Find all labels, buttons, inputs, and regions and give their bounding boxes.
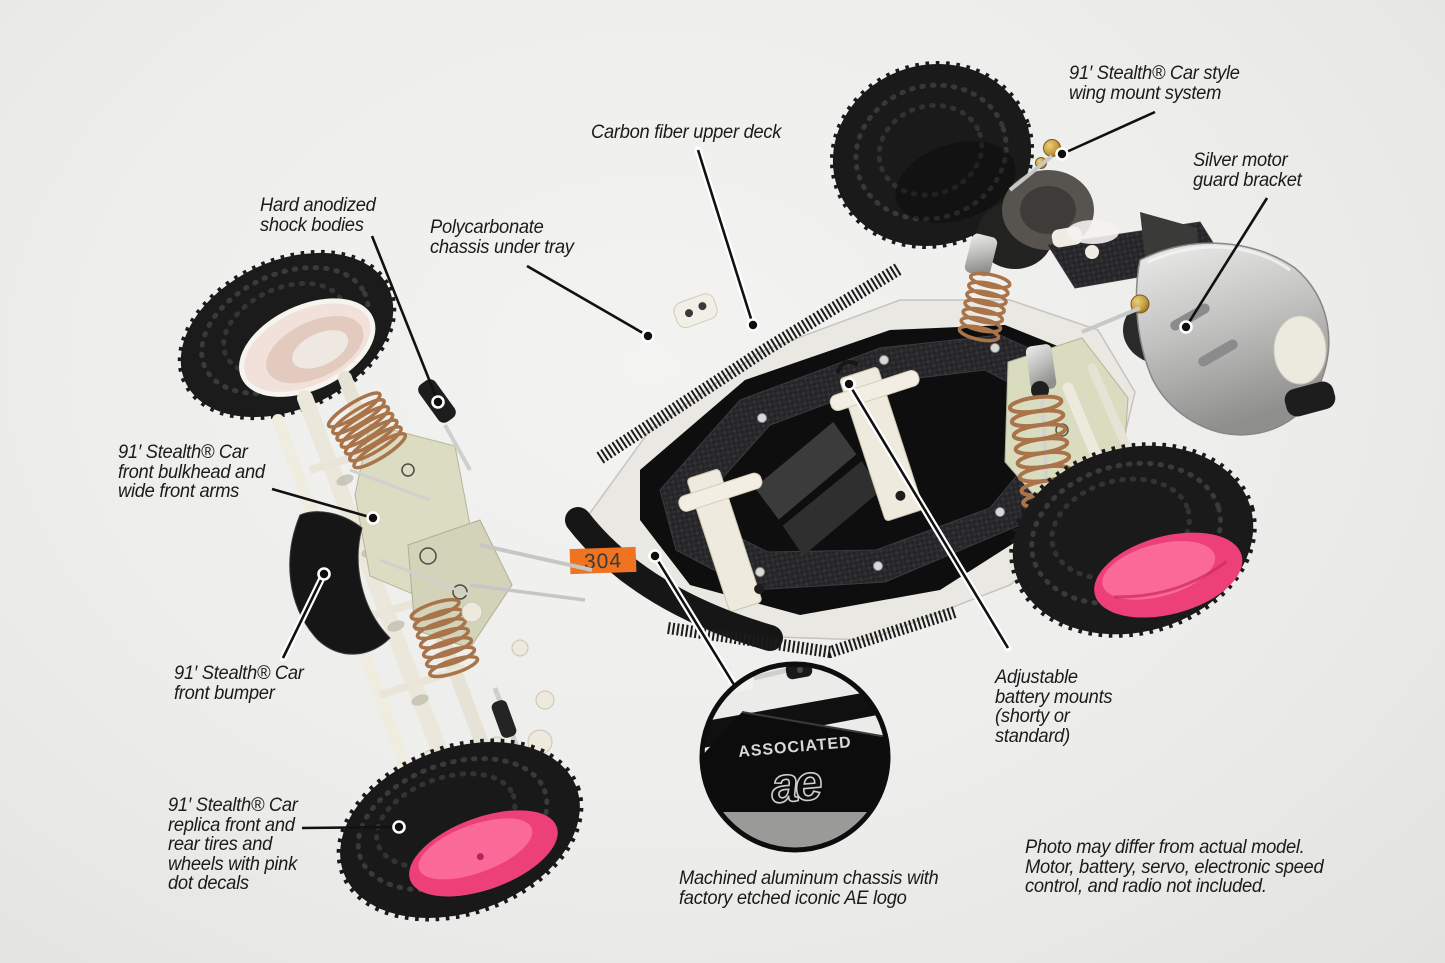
wheel-rear-left bbox=[829, 60, 1035, 250]
callout-label-motor-guard: Silver motor guard bracket bbox=[1193, 149, 1302, 191]
callout-label-under-tray: Polycarbonate chassis under tray bbox=[430, 216, 574, 258]
callout-label-wing-mount: 91′ Stealth® Car style wing mount system bbox=[1069, 62, 1240, 104]
inset-circle-ring bbox=[699, 661, 891, 853]
callout-text: front bulkhead and bbox=[118, 460, 265, 483]
callout-text: Polycarbonate bbox=[430, 216, 544, 238]
leader-wing-mount bbox=[1061, 110, 1156, 156]
silver-motor-guard bbox=[1135, 242, 1330, 436]
callout-text: front bumper bbox=[174, 681, 275, 704]
velcro-strip-top bbox=[596, 262, 904, 464]
inset-detail-circle: ASSOCIATED ae bbox=[699, 661, 891, 853]
callout-text: battery mounts bbox=[995, 685, 1113, 708]
wheel-front-left bbox=[336, 738, 584, 922]
disclaimer-text: Photo may differ from actual model. Moto… bbox=[1025, 836, 1324, 897]
decal-304: 304 bbox=[569, 546, 637, 575]
callout-leader-lines bbox=[271, 110, 1269, 834]
front-upper-spring bbox=[326, 391, 408, 470]
callout-label-front-bumper: 91′ Stealth® Car front bumper bbox=[174, 662, 304, 704]
leader-shock-bodies bbox=[370, 235, 440, 403]
leader-motor-guard bbox=[1184, 197, 1269, 328]
callout-label-shock-bodies: Hard anodized shock bodies bbox=[260, 194, 376, 236]
disclaimer-line: Motor, battery, servo, electronic speed bbox=[1025, 855, 1324, 878]
callout-text: 91′ Stealth® Car bbox=[168, 794, 298, 816]
foam-spacers bbox=[754, 421, 881, 556]
front-bumper-part bbox=[289, 511, 391, 655]
callout-text: chassis under tray bbox=[430, 235, 574, 258]
callout-label-chassis-caption: Machined aluminum chassis with factory e… bbox=[679, 867, 939, 909]
rear-left-spring bbox=[957, 271, 1012, 343]
callout-label-battery-mounts: Adjustable battery mounts (shorty or sta… bbox=[995, 666, 1113, 747]
callout-label-front-bulkhead: 91′ Stealth® Car front bulkhead and wide… bbox=[118, 441, 265, 502]
battery-mount-left bbox=[678, 469, 765, 612]
callout-text: 91′ Stealth® Car bbox=[118, 441, 248, 463]
callout-text: Silver motor bbox=[1193, 149, 1288, 171]
callout-text: Hard anodized bbox=[260, 194, 376, 216]
callout-text: wing mount system bbox=[1069, 81, 1222, 104]
leader-under-tray bbox=[526, 264, 649, 338]
leader-battery-mounts bbox=[847, 383, 1010, 649]
callout-text: rear tires and bbox=[168, 833, 273, 855]
callout-label-carbon-deck: Carbon fiber upper deck bbox=[591, 121, 782, 143]
callout-text: Adjustable bbox=[995, 666, 1078, 688]
leader-tires bbox=[301, 825, 400, 830]
callout-text: replica front and bbox=[168, 813, 295, 836]
callout-text: 91′ Stealth® Car bbox=[174, 662, 304, 684]
body-post-mount bbox=[673, 293, 718, 329]
wheel-rear-right bbox=[1009, 442, 1257, 638]
leader-inset bbox=[653, 555, 738, 689]
leader-carbon-deck bbox=[696, 149, 755, 326]
callout-text: 91′ Stealth® Car style bbox=[1069, 62, 1240, 84]
callout-text: Carbon fiber upper deck bbox=[591, 121, 782, 143]
callout-text: shock bodies bbox=[260, 213, 364, 236]
wheel-front-right bbox=[177, 249, 397, 421]
callout-text: standard) bbox=[995, 724, 1070, 747]
callout-text: guard bracket bbox=[1193, 168, 1302, 191]
callout-text: factory etched iconic AE logo bbox=[679, 886, 907, 909]
callout-text: Machined aluminum chassis with bbox=[679, 867, 939, 889]
leader-front-bumper bbox=[281, 573, 326, 659]
disclaimer-line: Photo may differ from actual model. bbox=[1025, 836, 1305, 858]
aluminum-side-rail bbox=[565, 507, 783, 651]
callout-text: dot decals bbox=[168, 872, 249, 894]
leader-front-bulkhead bbox=[271, 487, 374, 520]
etched-ae-logo: ae bbox=[768, 754, 823, 814]
truss-lightening-holes bbox=[336, 474, 429, 706]
callout-text: wide front arms bbox=[118, 480, 240, 502]
callout-text: (shorty or bbox=[995, 705, 1070, 727]
etched-aluminum-plate bbox=[702, 712, 888, 812]
velcro-strip-bottom bbox=[667, 606, 957, 659]
rear-assembly bbox=[957, 139, 1336, 548]
callout-label-tires: 91′ Stealth® Car replica front and rear … bbox=[168, 794, 298, 894]
disclaimer-line: control, and radio not included. bbox=[1025, 875, 1267, 897]
callout-text: wheels with pink bbox=[168, 852, 297, 875]
leader-end-dots bbox=[317, 147, 1193, 834]
